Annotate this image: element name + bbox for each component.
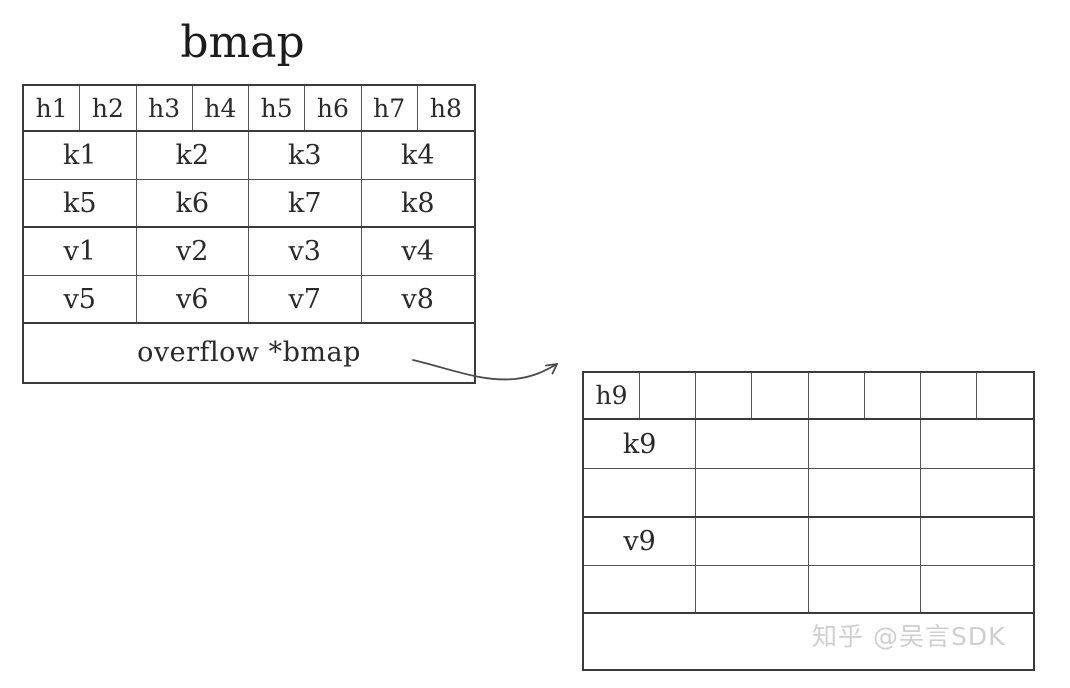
bmap-key-cell-6: k6 — [137, 180, 249, 226]
bmap-key-cell-8: k8 — [400, 187, 435, 219]
bmap-key-cell-4: k4 — [400, 140, 435, 171]
overflow-value-cell-7 — [809, 566, 921, 612]
overflow-key-cell-7 — [809, 469, 921, 516]
bmap-tophash-row: h1 h2 h3 h4 h5 h6 h7 h8 — [24, 86, 474, 132]
overflow-value-cell-5 — [584, 566, 697, 612]
overflow-value-cell-4 — [921, 518, 1033, 565]
bmap-key-cell-2: k2 — [137, 132, 249, 179]
bmap-value-cell-1: v1 — [24, 228, 137, 275]
overflow-tophash-cell-4 — [752, 373, 809, 418]
bmap-tophash-cell-6: h6 — [305, 86, 362, 130]
overflow-key-cell-2 — [696, 420, 809, 468]
bmap-tophash-cell-2: h2 — [80, 86, 137, 130]
overflow-tophash-cell-3 — [696, 373, 753, 418]
bmap-keys-row-2: k5 k6 k7 k8 — [24, 180, 474, 228]
bmap-value-cell-5: v5 — [24, 276, 137, 322]
overflow-keys-row-1: k9 — [584, 420, 1033, 469]
overflow-key-cell-3 — [809, 420, 921, 468]
bmap-overflow-row: overflow *bmap — [24, 324, 474, 381]
overflow-value-cell-1: v9 — [584, 518, 697, 565]
overflow-values-row-2 — [584, 566, 1033, 614]
bmap-tophash-cell-5: h5 — [249, 86, 306, 130]
watermark: 知乎 @吴言SDK — [812, 622, 1006, 651]
overflow-bucket: h9 k9 v9 — [582, 371, 1035, 671]
overflow-value-cell-6 — [696, 566, 809, 612]
overflow-tophash-cell-7 — [921, 373, 977, 418]
bmap-value-cell-3: v3 — [249, 228, 362, 275]
overflow-tophash-cell-8 — [977, 373, 1033, 418]
overflow-key-cell-4 — [921, 420, 1033, 468]
overflow-tophash-cell-1: h9 — [584, 373, 641, 418]
bmap-bucket: h1 h2 h3 h4 h5 h6 h7 h8 k1 k2 k3 k4 k5 k… — [22, 84, 476, 384]
page-title: bmap — [180, 17, 305, 68]
bmap-tophash-cell-3: h3 — [137, 86, 193, 130]
bmap-key-cell-7: k7 — [249, 180, 362, 226]
overflow-value-cell-2 — [696, 518, 809, 565]
bmap-key-cell-1: k1 — [24, 132, 137, 179]
bmap-value-cell-7: v7 — [249, 276, 362, 322]
overflow-values-row-1: v9 — [584, 518, 1033, 566]
bmap-tophash-cell-1: h1 — [24, 86, 81, 130]
overflow-value-cell-8 — [921, 566, 1033, 612]
overflow-key-cell-6 — [696, 469, 809, 516]
bmap-values-row-2: v5 v6 v7 v8 — [24, 276, 474, 324]
bmap-overflow-pointer-label: overflow *bmap — [137, 337, 361, 368]
overflow-tophash-cell-6 — [865, 373, 921, 418]
bmap-keys-row-1: k1 k2 k3 k4 — [24, 132, 474, 180]
bmap-tophash-cell-7: h7 — [362, 86, 418, 130]
overflow-key-cell-8 — [921, 469, 1033, 516]
overflow-tophash-cell-2 — [640, 373, 697, 418]
overflow-key-cell-5 — [584, 469, 697, 516]
overflow-tophash-cell-5 — [809, 373, 865, 418]
bmap-key-cell-5: k5 — [24, 180, 137, 226]
bmap-tophash-cell-4: h4 — [193, 86, 249, 130]
bmap-value-cell-4: v4 — [401, 236, 434, 267]
bmap-value-cell-8: v8 — [401, 283, 434, 315]
bmap-key-cell-3: k3 — [249, 132, 362, 179]
overflow-key-cell-1: k9 — [584, 420, 697, 468]
bmap-value-cell-6: v6 — [137, 276, 249, 322]
overflow-tophash-row: h9 — [584, 373, 1033, 420]
overflow-value-cell-3 — [809, 518, 921, 565]
bmap-value-cell-2: v2 — [137, 228, 249, 275]
overflow-keys-row-2 — [584, 469, 1033, 518]
bmap-values-row-1: v1 v2 v3 v4 — [24, 228, 474, 276]
bmap-tophash-cell-8: h8 — [429, 93, 462, 123]
